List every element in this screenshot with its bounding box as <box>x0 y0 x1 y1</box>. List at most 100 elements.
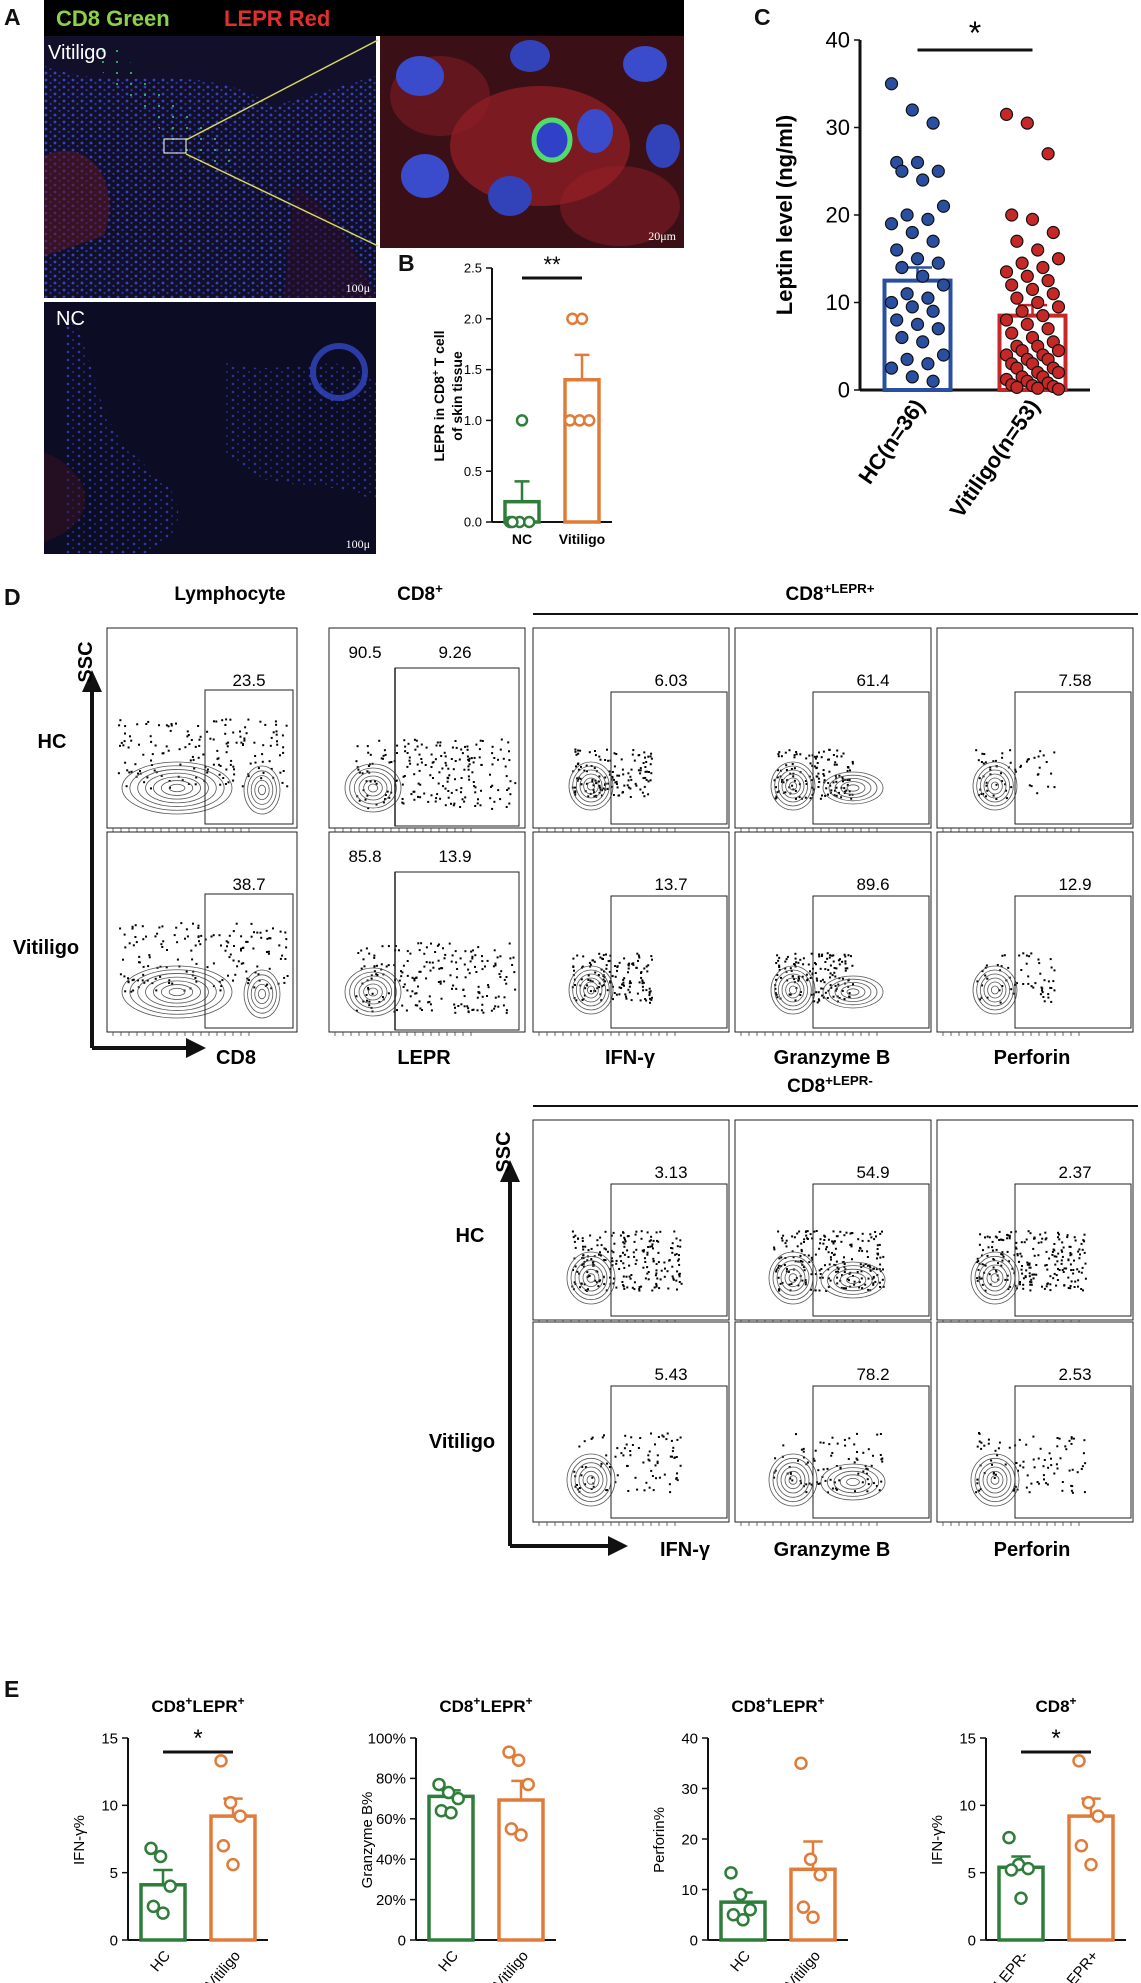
event-dot <box>161 946 164 948</box>
event-dot <box>810 1273 813 1276</box>
event-dot <box>409 995 412 998</box>
event-dot <box>677 1258 680 1261</box>
event-dot <box>119 744 121 747</box>
data-point <box>1051 344 1066 358</box>
event-dot <box>587 1288 589 1291</box>
bar <box>209 1814 257 1942</box>
event-dot <box>1004 1278 1007 1281</box>
event-dot <box>1007 1288 1010 1291</box>
event-dot <box>1062 1246 1065 1249</box>
event-dot <box>648 1486 651 1489</box>
event-dot <box>417 942 420 945</box>
event-dot <box>1033 756 1036 759</box>
y-tick-label: 10 <box>101 1798 118 1815</box>
event-dot <box>468 759 471 762</box>
y-tick-label: 30 <box>826 115 850 140</box>
event-dot <box>777 755 780 758</box>
event-dot <box>981 1283 984 1286</box>
event-dot <box>1078 1270 1081 1273</box>
x-tick-label: LEPR- <box>991 1948 1032 1983</box>
event-dot <box>995 783 998 786</box>
event-dot <box>817 1483 820 1485</box>
event-dot <box>775 1270 778 1273</box>
event-dot <box>977 1260 980 1262</box>
event-dot <box>143 981 146 984</box>
event-dot <box>1022 1460 1025 1463</box>
event-dot <box>276 740 278 743</box>
event-dot <box>582 1262 585 1265</box>
event-dot <box>480 1009 483 1012</box>
y-tick-label: 20 <box>681 1831 698 1848</box>
event-dot <box>843 787 846 790</box>
data-point <box>502 1745 516 1759</box>
event-dot <box>637 954 640 957</box>
event-dot <box>637 754 640 757</box>
event-dot <box>1028 1272 1031 1275</box>
event-dot <box>1070 1484 1073 1487</box>
contour <box>828 774 878 802</box>
event-dot <box>992 794 995 797</box>
event-dot <box>270 736 273 739</box>
event-dot <box>628 1275 631 1278</box>
event-dot <box>670 1439 673 1442</box>
event-dot <box>676 1288 678 1291</box>
event-dot <box>1018 1438 1021 1441</box>
event-dot <box>857 1238 860 1241</box>
event-dot <box>614 1455 617 1458</box>
event-dot <box>584 1245 587 1248</box>
event-dot <box>1025 1269 1028 1272</box>
event-dot <box>1049 958 1052 961</box>
event-dot <box>600 794 603 797</box>
ssc-label-bottom: SSC <box>493 1131 515 1172</box>
event-dot <box>640 972 642 974</box>
event-dot <box>669 1491 672 1494</box>
event-dot <box>407 742 410 745</box>
event-dot <box>1043 1459 1046 1461</box>
event-dot <box>269 937 272 940</box>
event-dot <box>443 751 446 754</box>
event-dot <box>232 930 235 933</box>
event-dot <box>655 1272 658 1275</box>
event-dot <box>835 777 838 780</box>
event-dot <box>268 967 271 970</box>
event-dot <box>627 967 630 970</box>
event-dot <box>248 979 250 982</box>
event-dot <box>1047 785 1050 788</box>
lepr-pos-vitiligo-value: 13.9 <box>438 847 471 866</box>
event-dot <box>237 960 240 963</box>
event-dot <box>466 755 469 758</box>
event-dot <box>832 1242 835 1245</box>
event-dot <box>460 777 463 779</box>
event-dot <box>808 775 811 778</box>
x-tick-label: HC <box>435 1948 462 1976</box>
contour <box>970 1453 1020 1507</box>
contour <box>257 784 266 796</box>
event-dot <box>514 988 517 991</box>
event-dot <box>576 779 579 782</box>
event-dot <box>822 750 825 753</box>
event-dot <box>823 981 826 984</box>
event-dot <box>820 955 823 957</box>
event-dot <box>225 751 228 754</box>
event-dot <box>793 767 796 770</box>
event-dot <box>185 970 188 973</box>
event-dot <box>619 1255 622 1258</box>
event-dot <box>1048 1257 1051 1260</box>
event-dot <box>625 997 628 1000</box>
event-dot <box>402 964 405 967</box>
event-dot <box>134 936 137 938</box>
event-dot <box>633 1281 636 1284</box>
event-dot <box>423 952 426 955</box>
plot-frame <box>106 831 298 1033</box>
event-dot <box>584 1466 587 1469</box>
event-dot <box>269 744 272 747</box>
event-dot <box>655 1477 657 1480</box>
event-dot <box>832 754 835 756</box>
event-dot <box>831 954 834 957</box>
event-dot <box>460 748 463 751</box>
event-dot <box>784 960 787 963</box>
event-dot <box>141 979 144 982</box>
event-dot <box>843 1271 846 1273</box>
event-dot <box>644 998 647 1000</box>
